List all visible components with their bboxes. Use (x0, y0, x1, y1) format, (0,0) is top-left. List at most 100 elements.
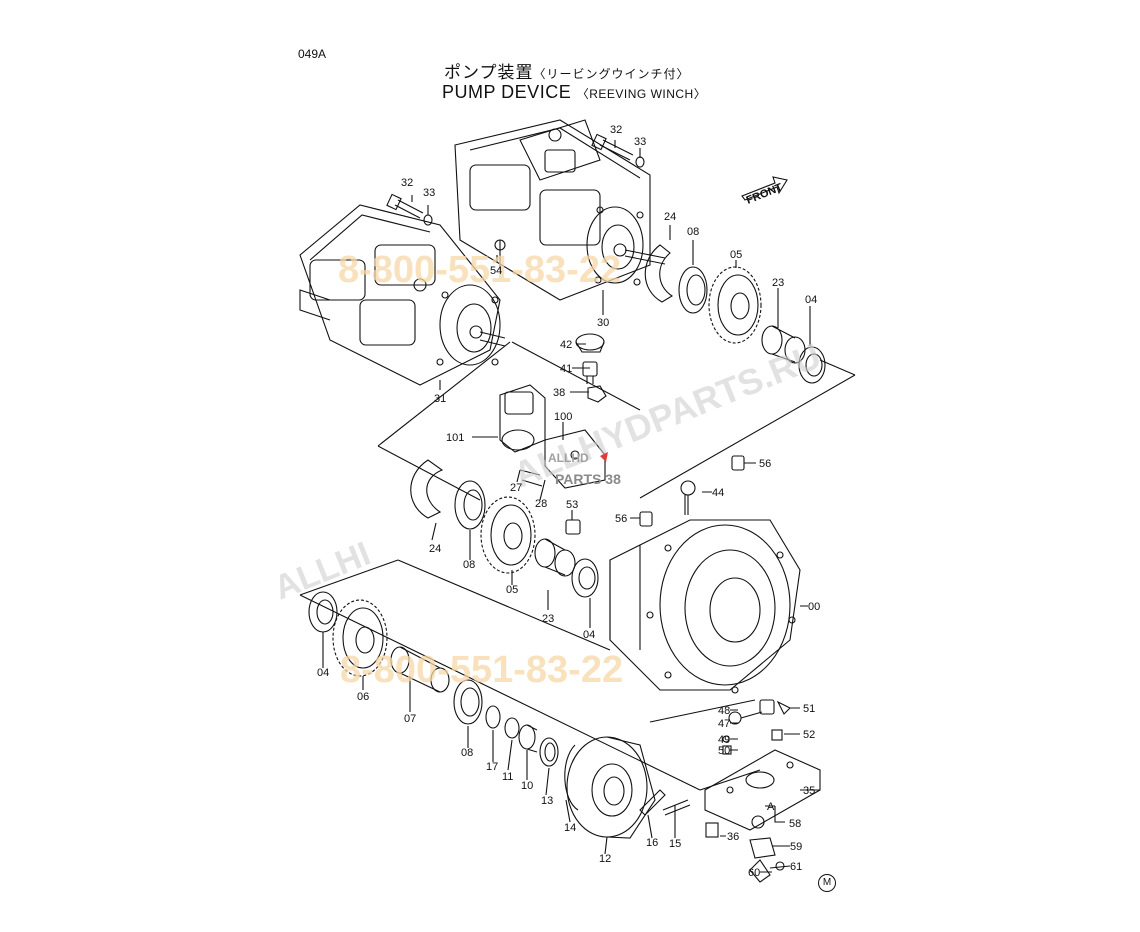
callout-06: 06 (357, 691, 369, 703)
callout-50: 50 (718, 745, 730, 757)
bolt-15 (662, 799, 691, 816)
watermark-logo-mark (600, 452, 608, 462)
callout-47: 47 (718, 718, 730, 730)
callout-04: 04 (583, 629, 595, 641)
callout-101: 101 (446, 432, 464, 444)
callout-07: 07 (404, 713, 416, 725)
callout-00: 00 (808, 601, 820, 613)
callout-59: 59 (790, 841, 802, 853)
sensor-47 (728, 699, 775, 725)
callout-A: A (767, 801, 775, 813)
watermark-logo-top: ALLHD (548, 451, 589, 465)
assembly-line (511, 341, 641, 411)
assembly-line (649, 699, 756, 723)
callout-08: 08 (687, 226, 699, 238)
callout-17: 17 (486, 761, 498, 773)
bearing-08-lower (453, 679, 483, 725)
bolt-36 (705, 822, 719, 838)
callout-04: 04 (805, 294, 817, 306)
callout-52: 52 (803, 729, 815, 741)
callout-100: 100 (554, 411, 572, 423)
plug-56-lower (639, 511, 653, 527)
callout-49: 49 (718, 734, 730, 746)
eyebolt-44 (680, 480, 696, 515)
snap-ring-17 (485, 705, 501, 729)
plug-61 (775, 861, 785, 871)
gear-05-upper (708, 266, 762, 344)
washer-33-left (423, 214, 433, 226)
assembly-line (397, 559, 611, 651)
watermark-phone-top: 8-800-551-83-22 (338, 249, 621, 291)
bearing-08-upper (678, 266, 708, 314)
watermark-phone-bottom: 8-800-551-83-22 (340, 649, 623, 691)
elbow-60 (749, 859, 771, 883)
assembly-line (377, 341, 511, 447)
callout-32: 32 (401, 177, 413, 189)
callout-41: 41 (560, 363, 572, 375)
clip-51 (776, 700, 791, 715)
washer-33-right (635, 156, 645, 168)
fitting-41 (582, 361, 598, 384)
bolt-32-right (591, 133, 634, 161)
callout-32: 32 (610, 124, 622, 136)
callout-05: 05 (506, 584, 518, 596)
main-pump-left (299, 204, 506, 386)
callout-12: 12 (599, 853, 611, 865)
cover-12 (566, 736, 656, 839)
callout-11: 11 (502, 771, 513, 783)
front-arrow-icon (741, 176, 788, 201)
callout-56: 56 (615, 513, 627, 525)
callout-13: 13 (541, 795, 553, 807)
callout-24: 24 (664, 211, 676, 223)
callout-16: 16 (646, 837, 658, 849)
assembly-line (819, 359, 856, 376)
assembly-line (299, 559, 399, 596)
callout-10: 10 (521, 780, 533, 792)
callout-48: 48 (718, 705, 730, 717)
bearing-04-upper (798, 346, 826, 384)
callout-08: 08 (463, 559, 475, 571)
callout-61: 61 (790, 861, 802, 873)
callout-35: 35 (803, 785, 815, 797)
callout-51: 51 (803, 703, 815, 715)
block-100 (519, 429, 606, 489)
watermark-logo-mid: PARTS 38 (555, 471, 621, 487)
fitting-58 (751, 815, 765, 829)
plate-16 (639, 789, 666, 816)
plug-42 (575, 333, 605, 353)
gear-05-middle (480, 496, 536, 574)
callout-60: 60 (748, 867, 760, 879)
bearing-04-middle (571, 558, 599, 598)
shaft-07 (390, 646, 450, 693)
snap-ring-24-middle (410, 459, 444, 519)
callout-27: 27 (510, 482, 522, 494)
callout-23: 23 (542, 613, 554, 625)
title-japanese: ポンプ装置〈リービングウインチ付〉 (444, 58, 690, 83)
callout-53: 53 (566, 499, 578, 511)
callout-44: 44 (712, 487, 724, 499)
callout-04: 04 (317, 667, 329, 679)
ring-11 (504, 717, 520, 739)
callout-33: 33 (634, 136, 646, 148)
corner-mark: M (818, 874, 836, 892)
o-ring-14 (564, 744, 579, 811)
callout-36: 36 (727, 831, 739, 843)
bearing-04-lower (308, 591, 338, 633)
watermark-site-left: ALLHI (269, 535, 376, 608)
title-jp-main: ポンプ装置 (444, 63, 534, 83)
callout-14: 14 (564, 822, 576, 834)
callout-38: 38 (553, 387, 565, 399)
title-english: PUMP DEVICE 〈REEVING WINCH〉 (442, 82, 706, 103)
collar-10 (518, 724, 538, 753)
callout-15: 15 (669, 838, 681, 850)
seal-13 (539, 737, 559, 767)
gear-06 (332, 599, 388, 677)
bolt-52 (771, 729, 783, 741)
callout-08: 08 (461, 747, 473, 759)
elbow-38 (587, 385, 607, 403)
callout-56: 56 (759, 458, 771, 470)
callout-31: 31 (434, 393, 446, 405)
bearing-08-middle (454, 480, 486, 530)
